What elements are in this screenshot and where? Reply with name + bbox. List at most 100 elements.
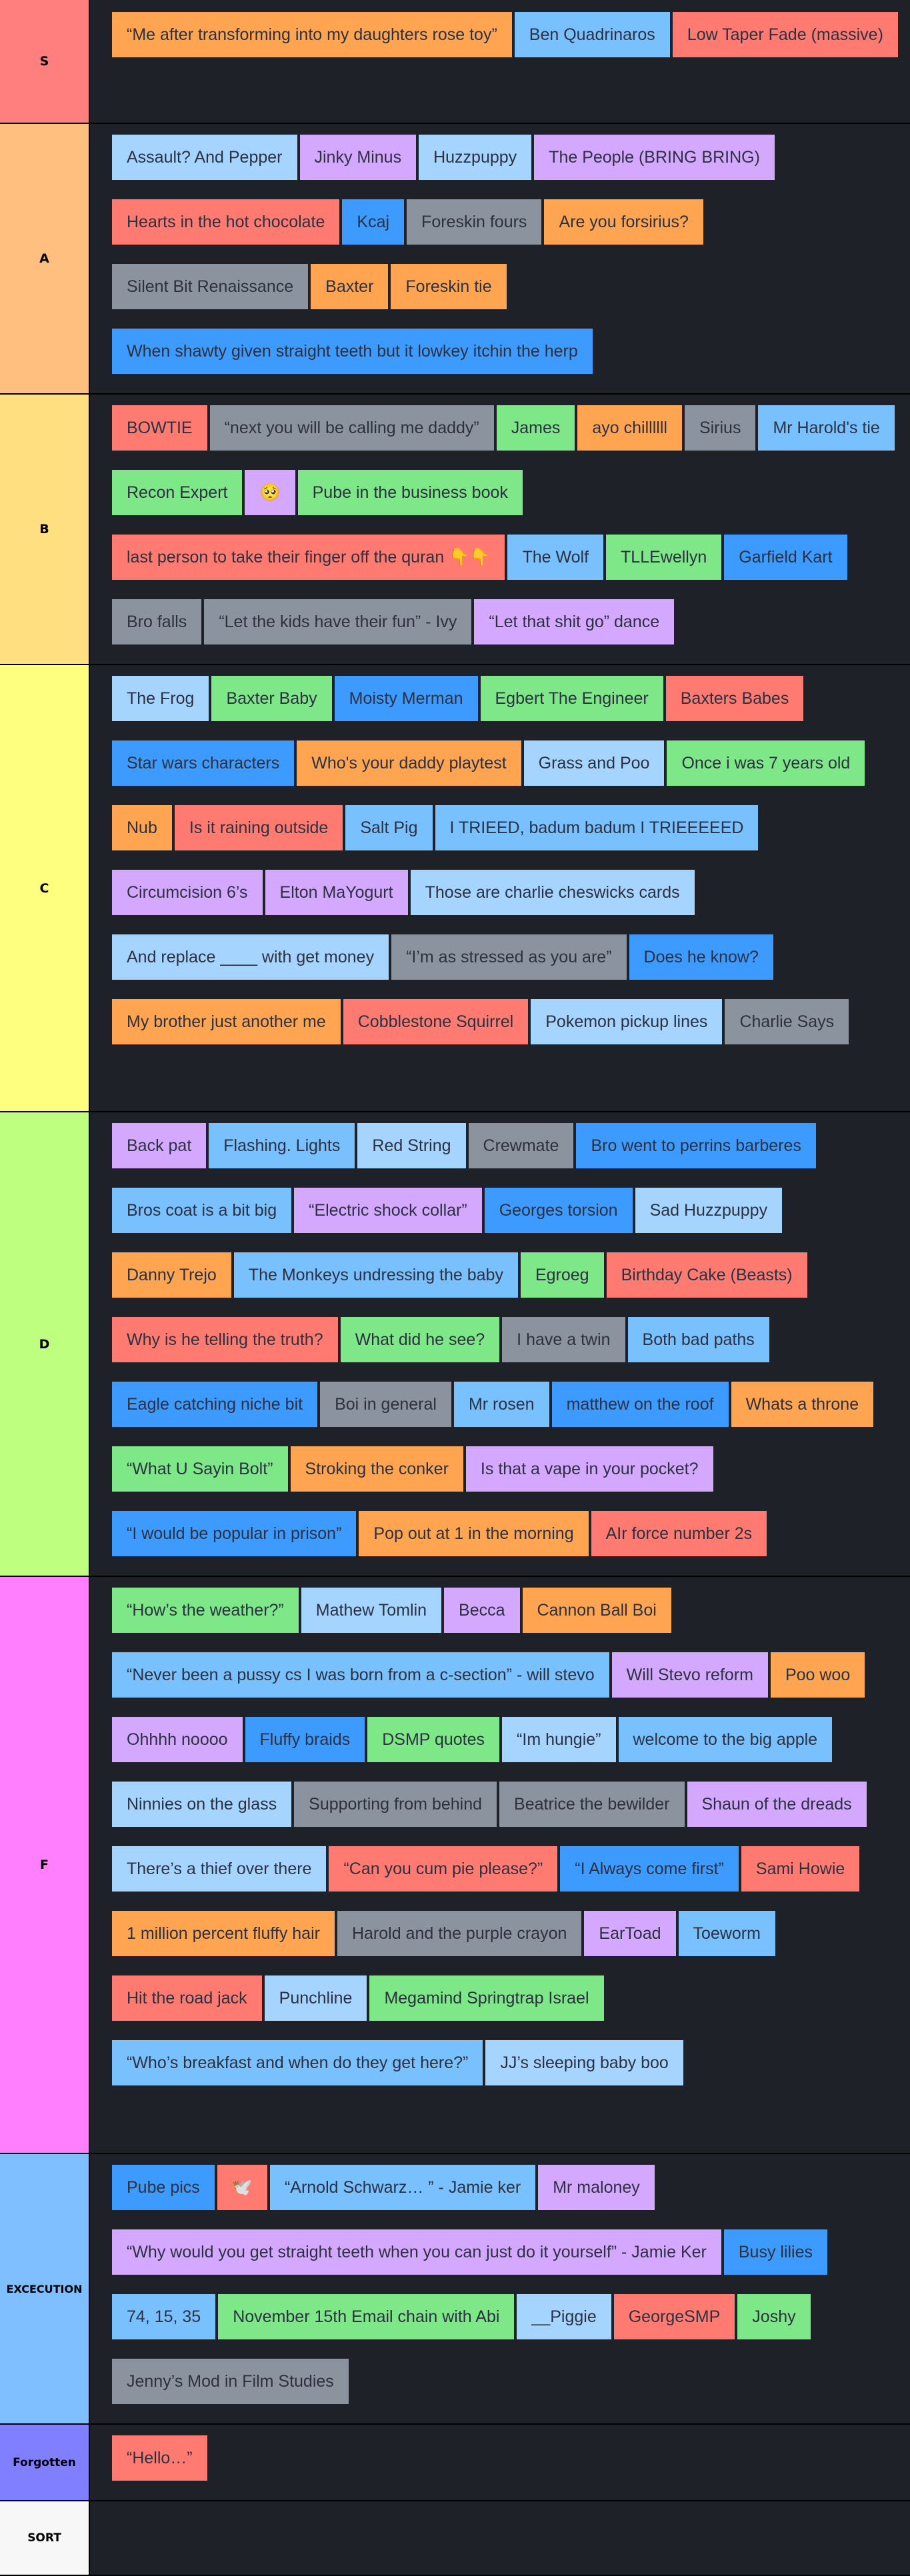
tier-item-card[interactable]: Sad Huzzpuppy bbox=[635, 1188, 783, 1233]
tier-item-card[interactable]: Cannon Ball Boi bbox=[522, 1588, 671, 1633]
tier-item-card[interactable]: 🕊️ bbox=[217, 2165, 267, 2210]
tier-item-card[interactable]: Who's your daddy playtest bbox=[297, 740, 521, 786]
tier-item-card[interactable]: “Electric shock collar” bbox=[294, 1188, 482, 1233]
tier-label[interactable]: B bbox=[0, 395, 89, 664]
tier-item-card[interactable]: Pop out at 1 in the morning bbox=[359, 1511, 589, 1556]
tier-item-card[interactable]: Baxter Baby bbox=[211, 676, 332, 721]
tier-item-card[interactable]: “Me after transforming into my daughters… bbox=[112, 12, 512, 57]
tier-dropzone[interactable] bbox=[89, 2501, 910, 2575]
tier-item-card[interactable]: Danny Trejo bbox=[112, 1252, 231, 1298]
tier-item-card[interactable]: Huzzpuppy bbox=[419, 135, 532, 180]
tier-item-card[interactable]: Beatrice the bewilder bbox=[499, 1782, 685, 1827]
tier-item-card[interactable]: Grass and Poo bbox=[523, 740, 665, 786]
tier-item-card[interactable]: “What U Sayin Bolt” bbox=[112, 1446, 288, 1492]
tier-item-card[interactable]: EarToad bbox=[584, 1911, 676, 1956]
tier-item-card[interactable]: Mr rosen bbox=[453, 1382, 549, 1427]
tier-item-card[interactable]: Elton MaYogurt bbox=[265, 870, 408, 915]
tier-item-card[interactable]: Back pat bbox=[112, 1123, 207, 1168]
tier-item-card[interactable]: Harold and the purple crayon bbox=[337, 1911, 582, 1956]
tier-item-card[interactable]: Poo woo bbox=[770, 1652, 865, 1698]
tier-item-card[interactable]: Crewmate bbox=[468, 1123, 574, 1168]
tier-item-card[interactable]: “next you will be calling me daddy” bbox=[209, 405, 494, 451]
tier-item-card[interactable]: Foreskin tie bbox=[391, 264, 507, 309]
tier-item-card[interactable]: Boi in general bbox=[320, 1382, 451, 1427]
tier-item-card[interactable]: BOWTIE bbox=[112, 405, 207, 451]
tier-item-card[interactable]: “I’m as stressed as you are” bbox=[391, 934, 627, 980]
tier-item-card[interactable]: Pube pics bbox=[112, 2165, 215, 2210]
tier-item-card[interactable]: Baxters Babes bbox=[665, 676, 804, 721]
tier-label[interactable]: SORT bbox=[0, 2501, 89, 2575]
tier-item-card[interactable]: Will Stevo reform bbox=[611, 1652, 768, 1698]
tier-item-card[interactable]: Shaun of the dreads bbox=[687, 1782, 867, 1827]
tier-item-card[interactable]: Mr maloney bbox=[538, 2165, 655, 2210]
tier-item-card[interactable]: Circumcision 6’s bbox=[112, 870, 263, 915]
tier-item-card[interactable]: Supporting from behind bbox=[294, 1782, 497, 1827]
tier-item-card[interactable]: “Who’s breakfast and when do they get he… bbox=[112, 2040, 483, 2085]
tier-item-card[interactable]: Birthday Cake (Beasts) bbox=[606, 1252, 807, 1298]
tier-item-card[interactable]: Why is he telling the truth? bbox=[112, 1317, 338, 1362]
tier-item-card[interactable]: The Frog bbox=[112, 676, 209, 721]
tier-item-card[interactable]: Charlie Says bbox=[725, 999, 849, 1044]
tier-item-card[interactable]: GeorgeSMP bbox=[613, 2294, 735, 2339]
tier-item-card[interactable]: I TRIEED, badum badum I TRIEEEEED bbox=[435, 805, 759, 850]
tier-item-card[interactable]: TLLEwellyn bbox=[606, 535, 722, 580]
tier-item-card[interactable]: Bro went to perrins barberes bbox=[576, 1123, 816, 1168]
tier-item-card[interactable]: Becca bbox=[444, 1588, 520, 1633]
tier-item-card[interactable]: Sirius bbox=[684, 405, 756, 451]
tier-item-card[interactable]: “How’s the weather?” bbox=[112, 1588, 299, 1633]
tier-item-card[interactable]: Does he know? bbox=[629, 934, 773, 980]
tier-item-card[interactable]: “Let that shit go” dance bbox=[474, 599, 675, 644]
tier-item-card[interactable]: Egroeg bbox=[520, 1252, 604, 1298]
tier-item-card[interactable]: And replace ____ with get money bbox=[112, 934, 389, 980]
tier-item-card[interactable]: Once i was 7 years old bbox=[667, 740, 865, 786]
tier-item-card[interactable]: The Wolf bbox=[507, 535, 604, 580]
tier-item-card[interactable]: Mathew Tomlin bbox=[301, 1588, 442, 1633]
tier-item-card[interactable]: Baxter bbox=[311, 264, 389, 309]
tier-item-card[interactable]: Stroking the conker bbox=[290, 1446, 463, 1492]
tier-item-card[interactable]: “Why would you get straight teeth when y… bbox=[112, 2229, 721, 2275]
tier-item-card[interactable]: “I would be popular in prison” bbox=[112, 1511, 357, 1556]
tier-item-card[interactable]: The People (BRING BRING) bbox=[534, 135, 775, 180]
tier-item-card[interactable]: Pube in the business book bbox=[297, 470, 523, 515]
tier-item-card[interactable]: Egbert The Engineer bbox=[480, 676, 663, 721]
tier-item-card[interactable]: Are you forsirius? bbox=[544, 199, 703, 245]
tier-item-card[interactable]: Eagle catching niche bit bbox=[112, 1382, 318, 1427]
tier-item-card[interactable]: 1 million percent fluffy hair bbox=[112, 1911, 335, 1956]
tier-item-card[interactable]: My brother just another me bbox=[112, 999, 341, 1044]
tier-item-card[interactable]: The Monkeys undressing the baby bbox=[233, 1252, 518, 1298]
tier-item-card[interactable]: Those are charlie cheswicks cards bbox=[410, 870, 695, 915]
tier-item-card[interactable]: “Im hungie” bbox=[502, 1717, 616, 1762]
tier-item-card[interactable]: Megamind Springtrap Israel bbox=[369, 1975, 604, 2021]
tier-item-card[interactable]: Georges torsion bbox=[484, 1188, 633, 1233]
tier-item-card[interactable]: Hearts in the hot chocolate bbox=[112, 199, 340, 245]
tier-item-card[interactable]: Pokemon pickup lines bbox=[531, 999, 723, 1044]
tier-item-card[interactable]: Star wars characters bbox=[112, 740, 295, 786]
tier-item-card[interactable]: Recon Expert bbox=[112, 470, 243, 515]
tier-item-card[interactable]: Moisty Merman bbox=[334, 676, 478, 721]
tier-item-card[interactable]: Jinky Minus bbox=[299, 135, 417, 180]
tier-label[interactable]: S bbox=[0, 0, 89, 123]
tier-item-card[interactable]: AIr force number 2s bbox=[591, 1511, 767, 1556]
tier-label[interactable]: F bbox=[0, 1577, 89, 2153]
tier-dropzone[interactable]: “Me after transforming into my daughters… bbox=[89, 0, 910, 123]
tier-label[interactable]: D bbox=[0, 1112, 89, 1576]
tier-item-card[interactable]: “Can you cum pie please?” bbox=[329, 1846, 558, 1892]
tier-item-card[interactable]: “Arnold Schwarz… ” - Jamie ker bbox=[269, 2165, 536, 2210]
tier-item-card[interactable]: Ninnies on the glass bbox=[112, 1782, 292, 1827]
tier-item-card[interactable]: Is it raining outside bbox=[174, 805, 343, 850]
tier-item-card[interactable]: Punchline bbox=[264, 1975, 367, 2021]
tier-item-card[interactable]: “I Always come first” bbox=[560, 1846, 739, 1892]
tier-item-card[interactable]: “Never been a pussy cs I was born from a… bbox=[112, 1652, 609, 1698]
tier-label[interactable]: EXCECUTION bbox=[0, 2154, 89, 2423]
tier-item-card[interactable]: Low Taper Fade (massive) bbox=[672, 12, 898, 57]
tier-item-card[interactable]: “Let the kids have their fun” - Ivy bbox=[204, 599, 472, 644]
tier-item-card[interactable]: Hit the road jack bbox=[112, 1975, 262, 2021]
tier-item-card[interactable]: When shawty given straight teeth but it … bbox=[112, 329, 593, 374]
tier-item-card[interactable]: Ohhhh noooo bbox=[112, 1717, 243, 1762]
tier-item-card[interactable]: DSMP quotes bbox=[367, 1717, 500, 1762]
tier-label[interactable]: Forgotten bbox=[0, 2425, 89, 2500]
tier-item-card[interactable]: __Piggie bbox=[517, 2294, 611, 2339]
